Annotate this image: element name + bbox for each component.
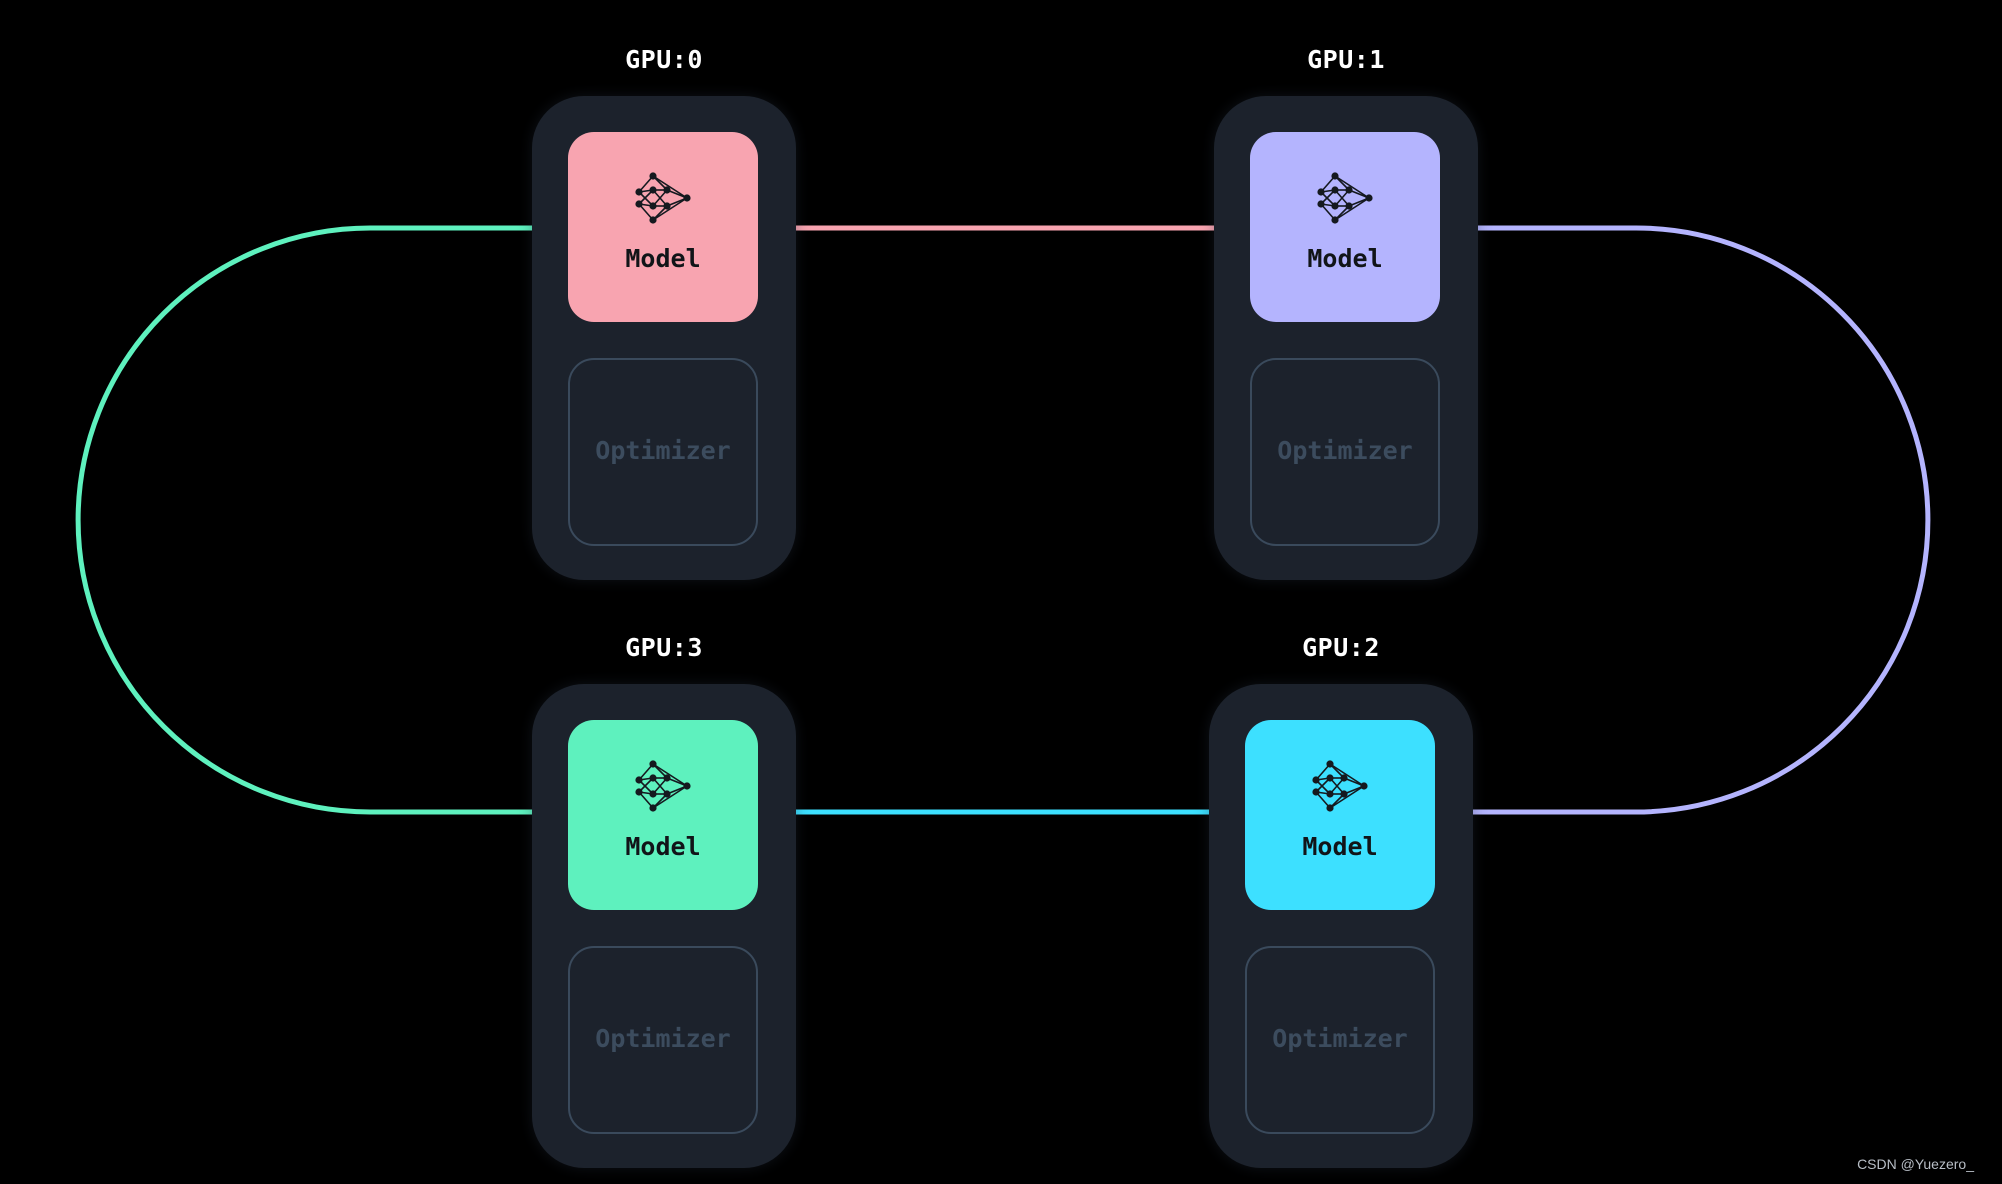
icon-node: [1312, 776, 1320, 784]
icon-node: [1326, 774, 1334, 782]
icon-node: [663, 202, 671, 210]
gpu-1-optimizer-label: Optimizer: [1277, 436, 1413, 465]
icon-node: [683, 782, 691, 790]
icon-node: [1326, 804, 1334, 812]
icon-edge: [652, 197, 688, 221]
icon-node: [635, 200, 643, 208]
gpu-2-model-box: Model: [1245, 720, 1435, 910]
icon-node: [635, 188, 643, 196]
gpu-0-label: GPU:0: [625, 45, 703, 74]
gpu-1-model-box: Model: [1250, 132, 1440, 322]
gpu-3-model-box: Model: [568, 720, 758, 910]
icon-node: [1340, 790, 1348, 798]
link-gpu3-gpu0: [75, 225, 571, 815]
icon-node: [1317, 200, 1325, 208]
icon-node: [1345, 186, 1353, 194]
gpu-1-optimizer-box: Optimizer: [1250, 358, 1440, 546]
neural-network-icon: [635, 760, 691, 812]
neural-network-icon: [1312, 760, 1368, 812]
gpu-0-optimizer-box: Optimizer: [568, 358, 758, 546]
icon-node: [1340, 774, 1348, 782]
gpu-0-optimizer-label: Optimizer: [595, 436, 731, 465]
icon-node: [635, 788, 643, 796]
icon-node: [649, 172, 657, 180]
icon-node: [1365, 194, 1373, 202]
icon-edge: [652, 763, 688, 787]
icon-node: [649, 760, 657, 768]
icon-node: [649, 774, 657, 782]
icon-edge: [652, 785, 688, 809]
neural-network-icon: [635, 172, 691, 224]
icon-node: [1345, 202, 1353, 210]
icon-edge: [1334, 197, 1370, 221]
icon-node: [683, 194, 691, 202]
gpu-2-model-label: Model: [1302, 832, 1378, 861]
gpu-2-optimizer-box: Optimizer: [1245, 946, 1435, 1134]
gpu-0-model-label: Model: [625, 244, 701, 273]
icon-node: [663, 774, 671, 782]
icon-node: [1331, 216, 1339, 224]
icon-node: [1331, 186, 1339, 194]
neural-network-icon: [1317, 172, 1373, 224]
link-gpu1-gpu2: [1439, 225, 1931, 815]
gpu-1-model-label: Model: [1307, 244, 1383, 273]
icon-node: [1326, 790, 1334, 798]
icon-node: [649, 202, 657, 210]
gpu-1-card: Model Optimizer: [1214, 96, 1478, 580]
gpu-3-optimizer-label: Optimizer: [595, 1024, 731, 1053]
gpu-2-card: Model Optimizer: [1209, 684, 1473, 1168]
icon-edge: [1329, 785, 1365, 809]
icon-node: [649, 790, 657, 798]
icon-edge: [1334, 175, 1370, 199]
icon-node: [649, 216, 657, 224]
gpu-3-optimizer-box: Optimizer: [568, 946, 758, 1134]
gpu-3-model-label: Model: [625, 832, 701, 861]
gpu-2-label: GPU:2: [1302, 633, 1380, 662]
gpu-2-optimizer-label: Optimizer: [1272, 1024, 1408, 1053]
icon-node: [1331, 172, 1339, 180]
gpu-0-card: Model Optimizer: [532, 96, 796, 580]
icon-node: [1317, 188, 1325, 196]
icon-node: [663, 790, 671, 798]
icon-node: [1360, 782, 1368, 790]
icon-node: [1331, 202, 1339, 210]
icon-node: [663, 186, 671, 194]
gpu-1-label: GPU:1: [1307, 45, 1385, 74]
icon-edge: [652, 175, 688, 199]
icon-edge: [1329, 763, 1365, 787]
icon-node: [1326, 760, 1334, 768]
icon-node: [649, 186, 657, 194]
gpu-3-label: GPU:3: [625, 633, 703, 662]
icon-node: [1312, 788, 1320, 796]
icon-node: [635, 776, 643, 784]
gpu-0-model-box: Model: [568, 132, 758, 322]
icon-node: [649, 804, 657, 812]
gpu-3-card: Model Optimizer: [532, 684, 796, 1168]
watermark: CSDN @Yuezero_: [1857, 1156, 1974, 1172]
